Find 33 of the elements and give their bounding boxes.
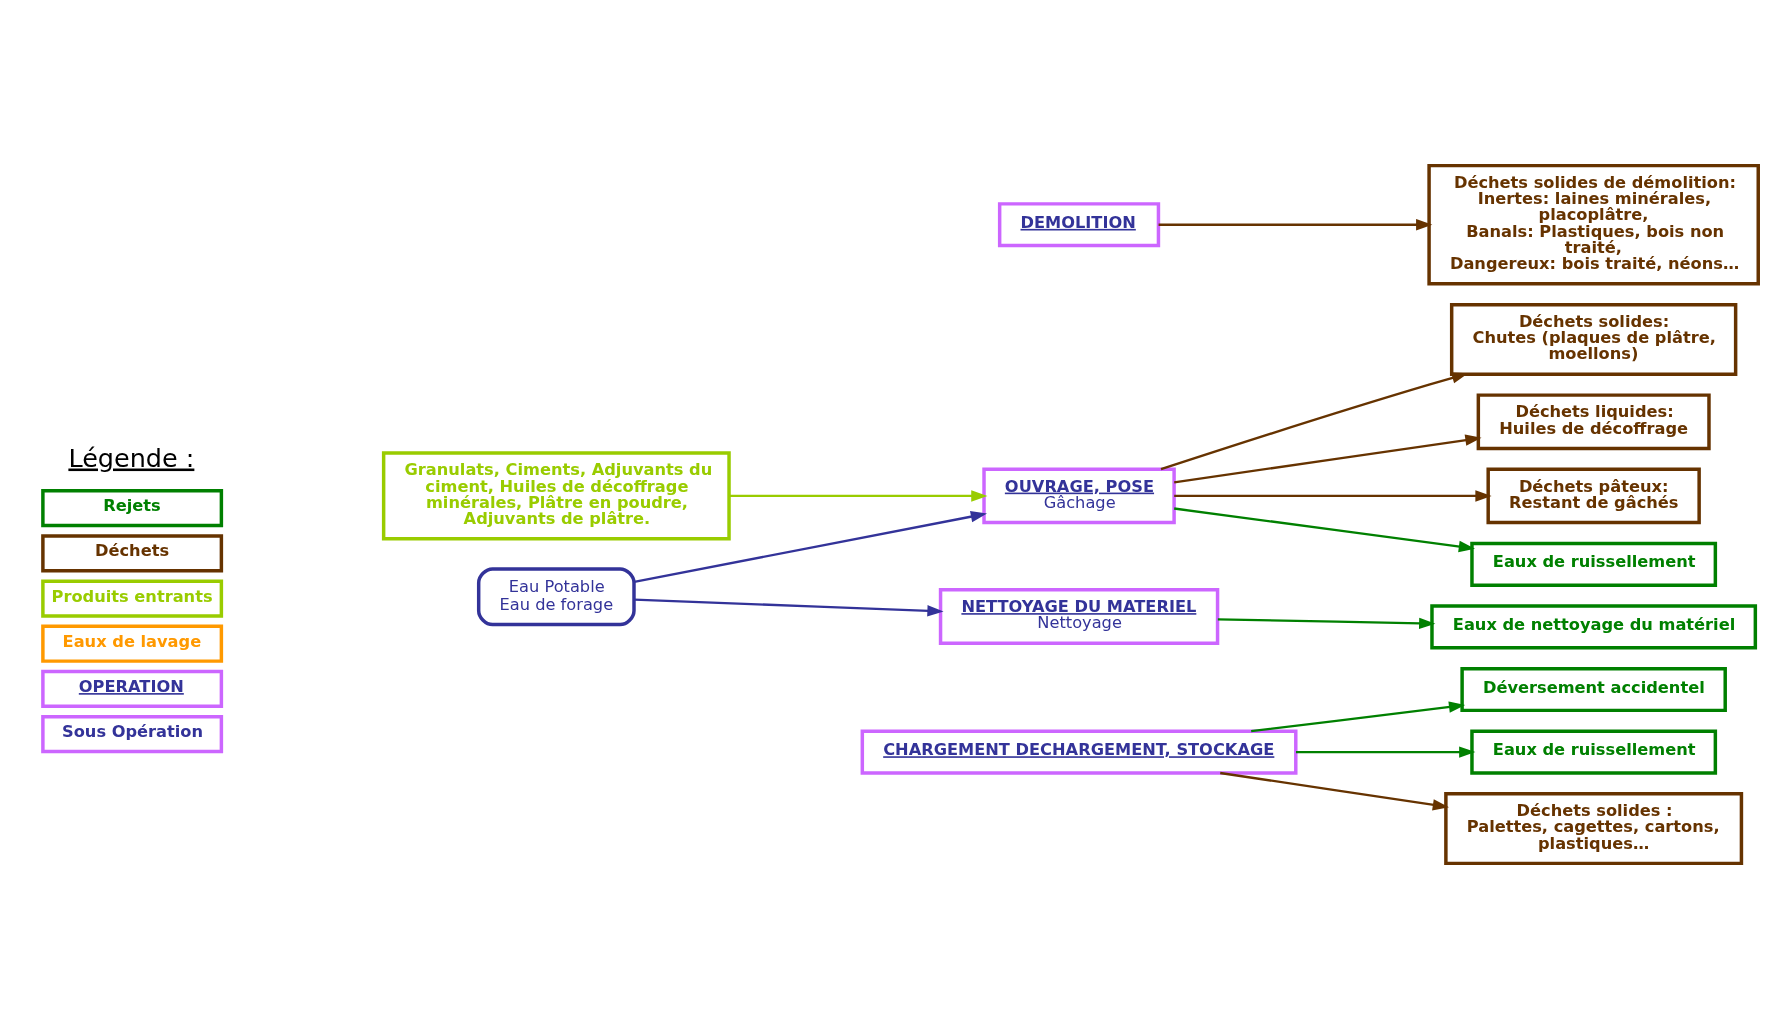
node-box: Déversement accidentel — [1460, 666, 1727, 712]
node-box: Granulats, Ciments, Adjuvants du ciment, Huiles de décoffrage minérales, Plâtre en poudre, Adjuvants de plâtre. — [381, 450, 731, 541]
legend-label: OPERATION — [78, 676, 184, 696]
arrow — [1217, 617, 1436, 629]
node-box: Eaux de nettoyage du matériel — [1430, 603, 1758, 650]
node-box: Déchets liquides: Huiles de décoffrage — [1476, 392, 1711, 450]
legend-label: Déchets — [95, 540, 170, 560]
arrow — [1174, 506, 1475, 552]
node-box: Déchets solides de démolition: Inertes: laines minérales, placoplâtre, Banals: Plastiques, bois non traité, Dangereux: bois traité, néons… — [1427, 163, 1760, 286]
arrow — [1296, 745, 1476, 758]
arrow — [1174, 489, 1492, 502]
arrow — [1220, 771, 1449, 810]
node-box: Eaux de ruissellement — [1470, 541, 1718, 587]
legend-label: Sous Opération — [62, 721, 204, 741]
arrow — [1158, 218, 1433, 230]
node-box: Eau Potable Eau de forage — [476, 566, 636, 626]
node-box: Eaux de ruissellement — [1470, 729, 1718, 775]
arrow — [1251, 700, 1466, 732]
arrow — [1174, 434, 1482, 483]
node-box: Déchets solides : Palettes, cagettes, cartons, plastiques… — [1444, 791, 1744, 865]
legend-label: Rejets — [103, 495, 161, 515]
node-box: OUVRAGE, POSE Gâchage — [982, 467, 1176, 524]
arrow — [634, 598, 944, 616]
node-box: NETTOYAGE DU MATERIEL Nettoyage — [938, 587, 1220, 645]
arrow — [634, 510, 988, 583]
label: Légende : — [68, 442, 195, 473]
node-box: CHARGEMENT DECHARGEMENT, STOCKAGE — [860, 729, 1298, 775]
node-box: Déchets pâteux: Restant de gâchés — [1486, 467, 1701, 524]
legend-label: Eaux de lavage — [62, 631, 202, 651]
arrow — [729, 489, 988, 502]
node-box: Déchets solides: Chutes (plaques de plâtre, moellons) — [1449, 302, 1738, 376]
node-box: DEMOLITION — [997, 201, 1161, 247]
legend-label: Produits entrants — [51, 586, 213, 606]
